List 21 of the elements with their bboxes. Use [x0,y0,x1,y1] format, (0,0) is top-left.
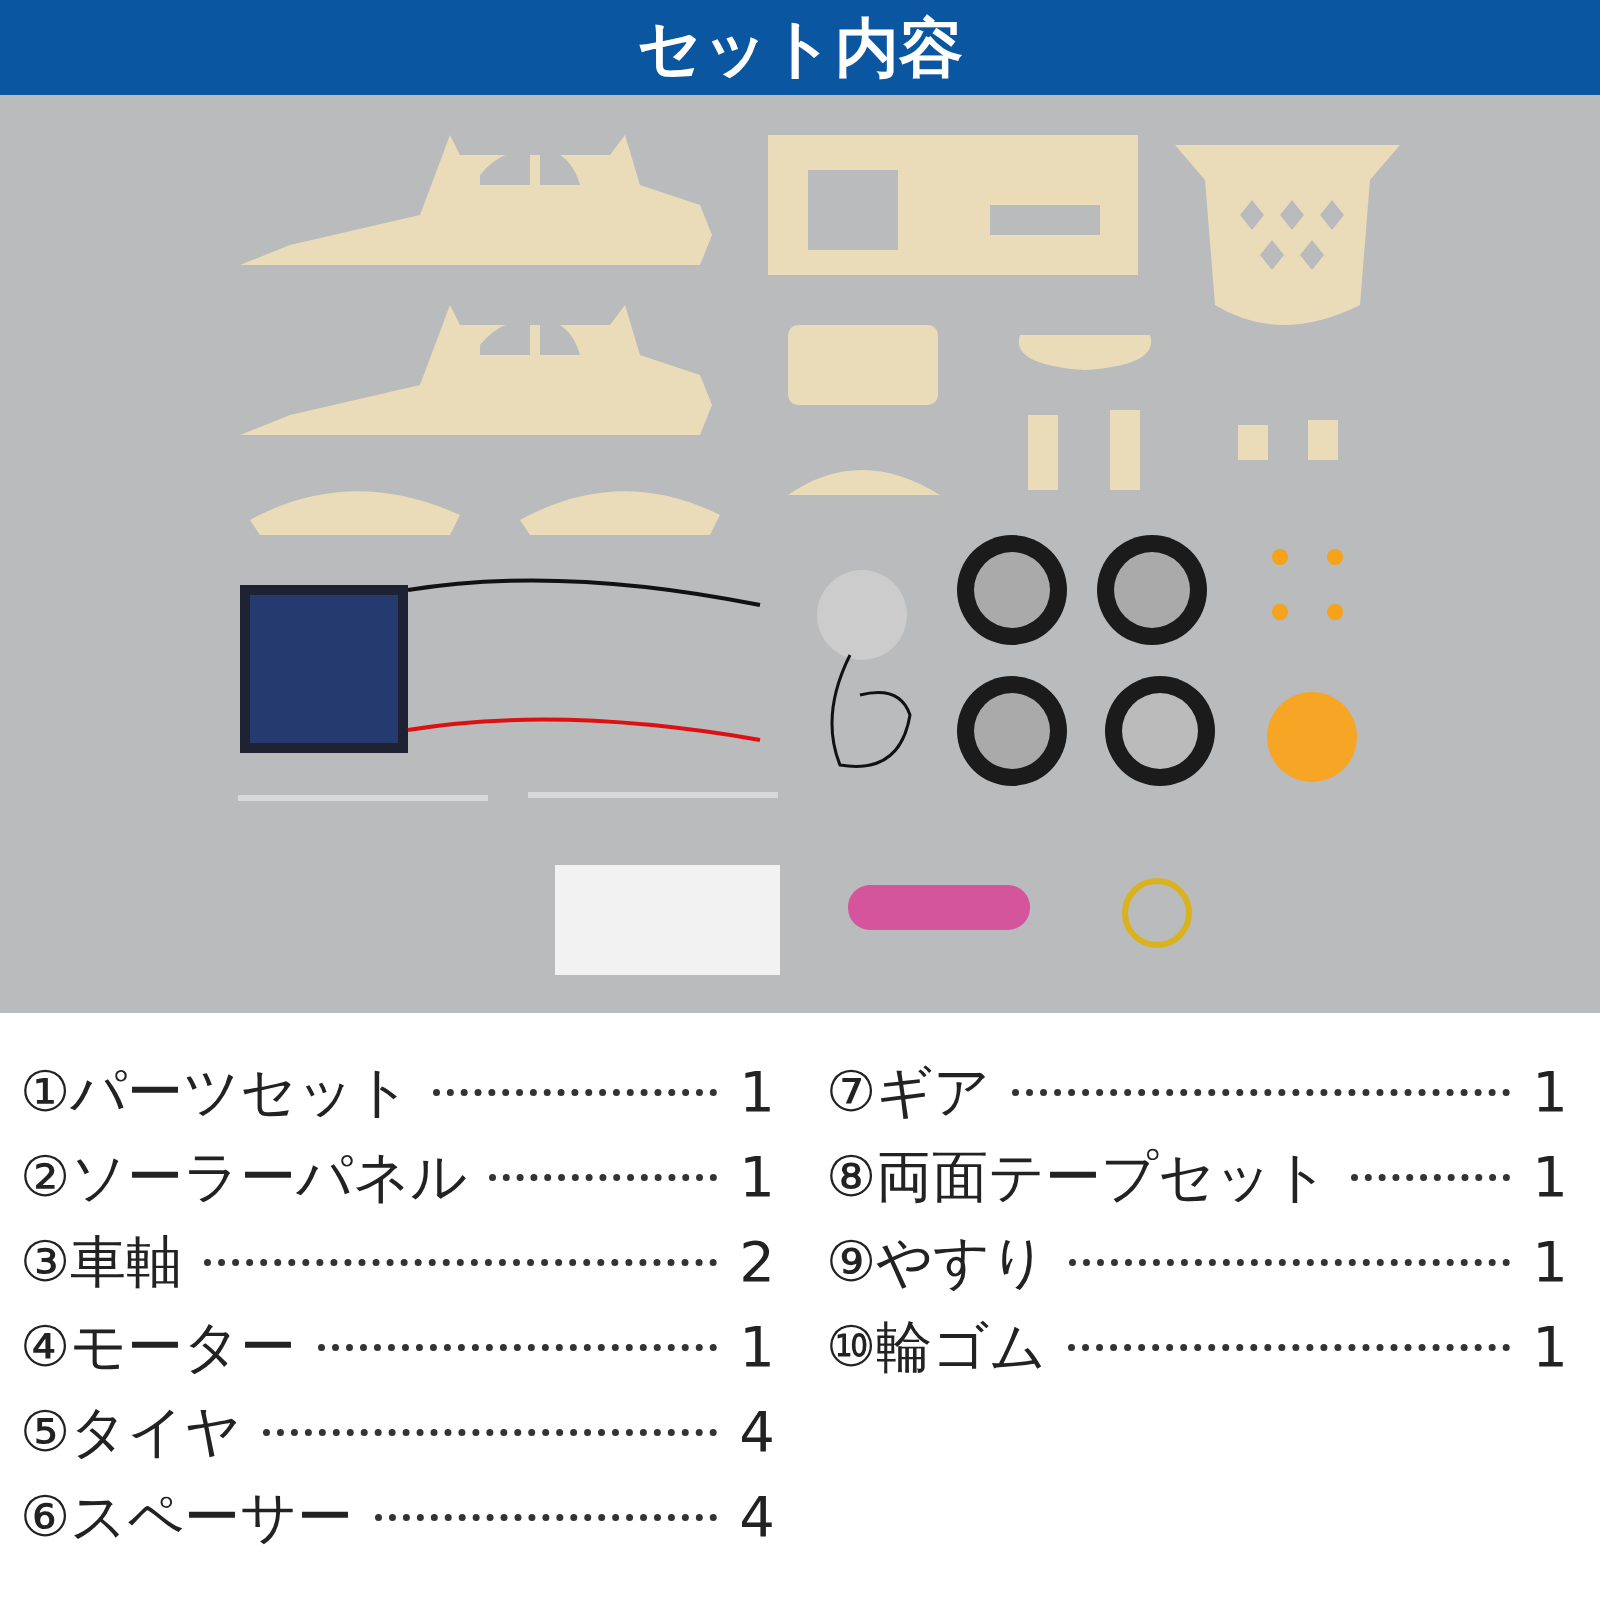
item-count: 1 [739,1058,775,1126]
item-name: ⑥スペーサー [20,1483,354,1551]
item-name: ⑩輪ゴム [826,1313,1047,1381]
item-name: ③車軸 [20,1228,183,1296]
item-name: ⑨やすり [826,1228,1048,1296]
item-name: ④モーター [20,1313,297,1381]
item-name: ⑤タイヤ [20,1398,242,1466]
item-count: 4 [739,1398,775,1466]
item-count: 1 [1532,1143,1568,1211]
item-count: 1 [1532,1058,1568,1126]
item-name: ①パーツセット [20,1058,412,1126]
item-name: ⑦ギア [826,1058,991,1126]
title-banner: セット内容 [0,0,1600,95]
item-count: 2 [739,1228,775,1296]
item-count: 1 [739,1313,775,1381]
item-name: ⑧両面テープセット [826,1143,1330,1211]
item-count: 1 [739,1143,775,1211]
item-count: 1 [1532,1228,1568,1296]
item-name: ②ソーラーパネル [20,1143,468,1211]
item-count: 4 [739,1483,775,1551]
item-count: 1 [1532,1313,1568,1381]
